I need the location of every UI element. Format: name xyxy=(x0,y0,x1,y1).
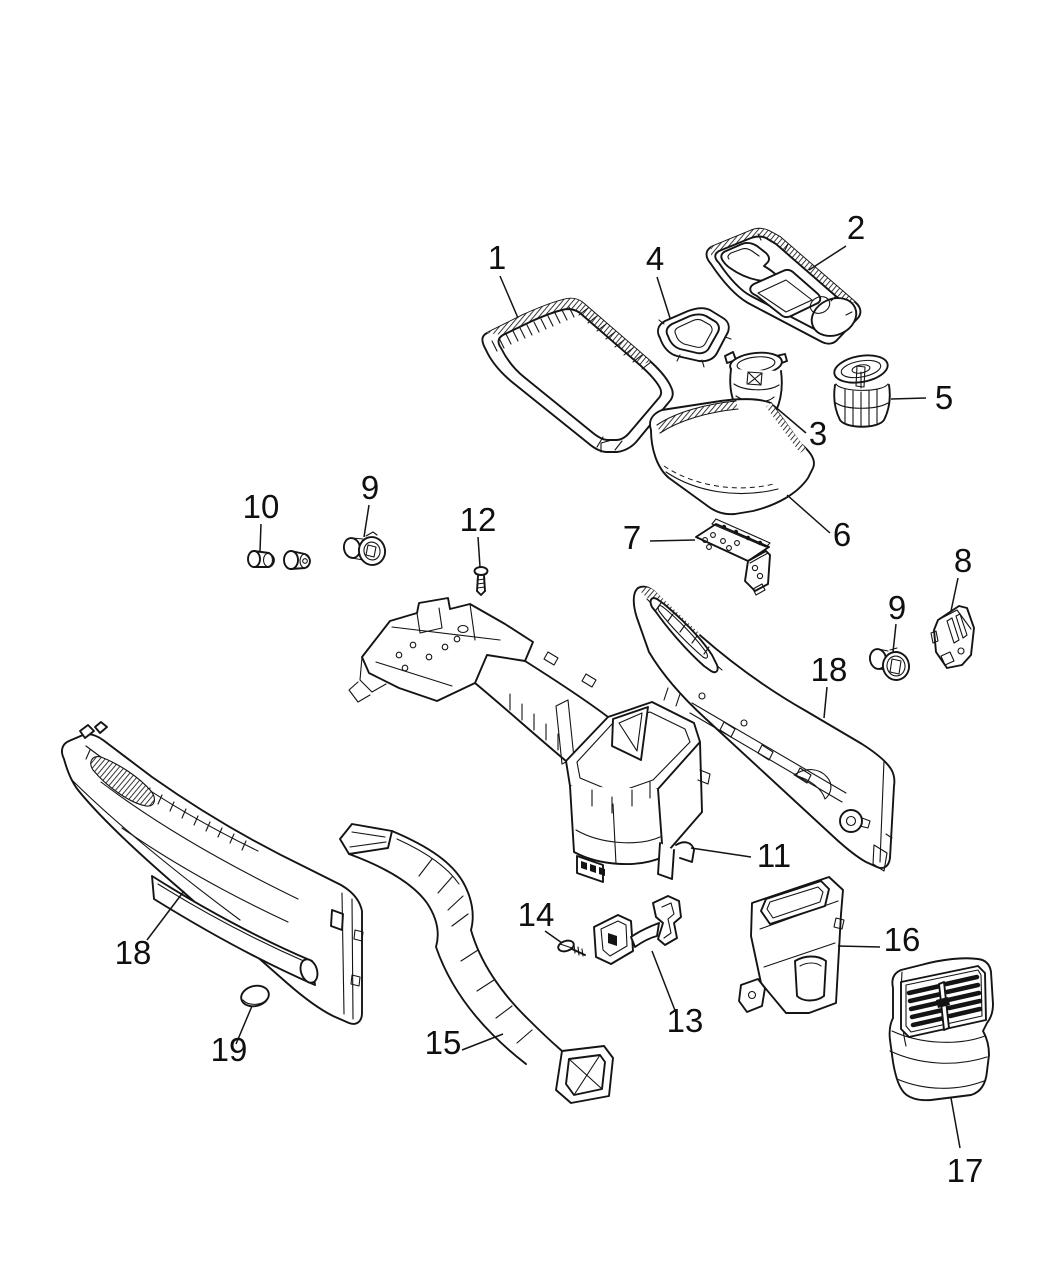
callout-5: 5 xyxy=(890,379,953,416)
callout-14: 14 xyxy=(518,896,563,944)
callout-9-right-leader xyxy=(892,623,897,653)
callout-15-leader xyxy=(461,1033,504,1051)
callout-9-left-label: 9 xyxy=(361,469,379,506)
callout-11: 11 xyxy=(690,837,791,874)
callout-2-label: 2 xyxy=(847,209,865,246)
callout-4-leader xyxy=(656,276,671,319)
callout-5-leader xyxy=(890,397,927,400)
callout-1-leader xyxy=(499,275,519,319)
callout-6: 6 xyxy=(786,494,851,553)
part-rear-bracket-panel xyxy=(738,876,845,1014)
callout-19-label: 19 xyxy=(211,1031,248,1068)
callout-3: 3 xyxy=(772,404,827,452)
callout-17-label: 17 xyxy=(947,1152,984,1189)
callout-19: 19 xyxy=(211,1005,253,1068)
callout-15: 15 xyxy=(425,1024,504,1061)
callout-13: 13 xyxy=(651,950,704,1039)
callout-18-left-label: 18 xyxy=(115,934,152,971)
part-plug-caps xyxy=(247,550,311,570)
part-latch-bracket xyxy=(593,895,682,965)
callout-9-right: 9 xyxy=(888,589,906,653)
callout-18-right: 18 xyxy=(811,651,848,719)
callout-18-right-label: 18 xyxy=(811,651,848,688)
callout-3-leader xyxy=(772,404,807,434)
part-air-duct xyxy=(339,823,614,1104)
callout-1-label: 1 xyxy=(488,239,506,276)
callout-13-label: 13 xyxy=(667,1002,704,1039)
callout-9-right-label: 9 xyxy=(888,589,906,626)
part-armrest-lid xyxy=(649,398,815,516)
callout-10-label: 10 xyxy=(243,488,280,525)
part-side-panel-right xyxy=(632,585,896,872)
callout-17-leader xyxy=(950,1097,961,1149)
part-screw-lower xyxy=(557,939,586,957)
part-ashtray-cup xyxy=(833,354,891,428)
callout-7-label: 7 xyxy=(623,519,641,556)
callout-11-leader xyxy=(690,847,752,858)
callout-12: 12 xyxy=(460,501,497,568)
callout-4: 4 xyxy=(646,240,671,319)
part-oval-plug xyxy=(240,984,270,1008)
part-switch-module xyxy=(930,605,975,669)
callout-1: 1 xyxy=(488,239,519,319)
part-shifter-bezel xyxy=(657,307,732,368)
callout-2-leader xyxy=(808,245,847,271)
callout-8-leader xyxy=(950,577,959,612)
part-console-frame xyxy=(348,597,711,883)
callout-7-leader xyxy=(649,539,696,542)
part-console-trim-bezel xyxy=(481,297,674,453)
part-console-top-panel xyxy=(705,227,862,345)
callout-19-leader xyxy=(235,1005,253,1045)
callout-16-label: 16 xyxy=(884,921,921,958)
callout-12-label: 12 xyxy=(460,501,497,538)
callout-10-leader xyxy=(259,523,262,552)
callout-18-left: 18 xyxy=(115,890,185,971)
part-power-outlet-front xyxy=(342,531,386,566)
callout-12-leader xyxy=(477,536,481,568)
callout-14-label: 14 xyxy=(518,896,555,933)
callout-16-leader xyxy=(837,945,881,948)
callout-6-label: 6 xyxy=(833,516,851,553)
part-screw-upper xyxy=(473,566,489,596)
callout-7: 7 xyxy=(623,519,696,556)
callout-6-leader xyxy=(786,494,831,534)
callout-18-right-leader xyxy=(823,686,828,719)
callout-9-left-leader xyxy=(363,504,370,538)
part-power-outlet-rear xyxy=(868,647,910,681)
callout-18-left-leader xyxy=(146,890,185,941)
part-side-panel-left xyxy=(61,721,364,1025)
callout-9-left: 9 xyxy=(361,469,379,538)
callout-4-label: 4 xyxy=(646,240,664,277)
callout-3-label: 3 xyxy=(809,415,827,452)
callout-11-label: 11 xyxy=(757,837,791,874)
callout-10: 10 xyxy=(243,488,280,552)
callout-15-label: 15 xyxy=(425,1024,462,1061)
part-rear-vent-panel xyxy=(888,957,994,1102)
callout-8-label: 8 xyxy=(954,542,972,579)
callout-17: 17 xyxy=(947,1097,984,1189)
callout-14-leader xyxy=(544,930,563,944)
part-lid-hinge-bracket xyxy=(695,518,771,596)
callout-16: 16 xyxy=(837,921,921,958)
callout-2: 2 xyxy=(808,209,865,271)
callout-5-label: 5 xyxy=(935,379,953,416)
callout-8: 8 xyxy=(950,542,972,612)
callout-13-leader xyxy=(651,950,677,1014)
